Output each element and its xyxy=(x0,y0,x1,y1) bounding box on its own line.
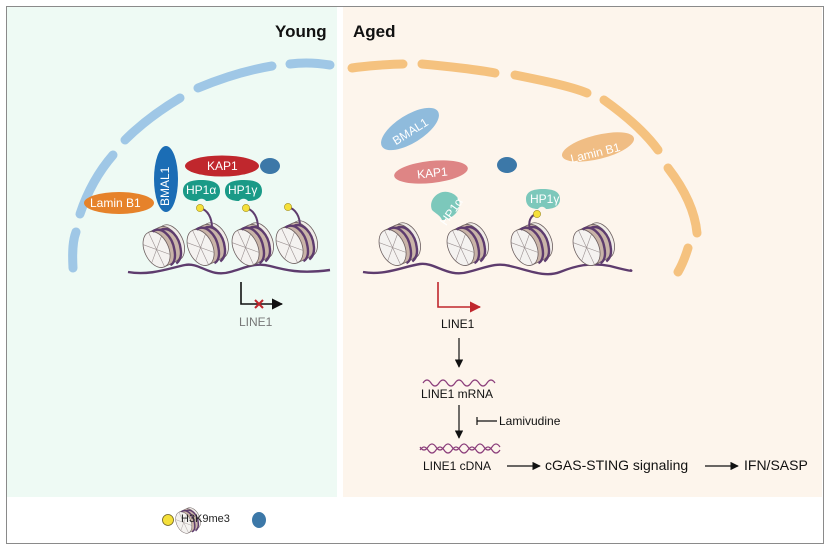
h3k9me3-mark xyxy=(533,210,541,218)
cgas-sting-label: cGAS-STING signaling xyxy=(545,457,689,473)
young-histone-3 xyxy=(225,217,282,273)
young-laminb1-label: Lamin B1 xyxy=(90,196,141,210)
mrna-wave-icon xyxy=(422,379,496,387)
aged-kap1-shape xyxy=(394,160,468,184)
ifn-sasp-label: IFN/SASP xyxy=(744,457,808,473)
aged-hp1a-shape xyxy=(431,191,460,220)
aged-histone-2 xyxy=(440,217,497,273)
cdna-double-strand-icon xyxy=(419,443,501,454)
aged-promoter-arrow xyxy=(437,282,482,313)
young-promoter-arrow xyxy=(240,282,284,310)
young-hp1g-shape xyxy=(225,180,262,201)
aged-laminb1-shape xyxy=(561,132,635,162)
young-dna-strand xyxy=(127,263,331,275)
h3k9me3-mark xyxy=(196,204,204,212)
lamivudine-inhibition-icon xyxy=(476,417,497,425)
young-kap1-label: KAP1 xyxy=(207,159,238,173)
legend-h3k9me3-label: H3K9me3 xyxy=(181,513,230,525)
young-hp1a-label: HP1α xyxy=(186,183,217,197)
line1-cdna-label: LINE1 cDNA xyxy=(423,459,492,473)
h3k9me3-mark xyxy=(242,204,250,212)
young-hp1a-shape xyxy=(183,180,220,201)
legend-other-regulator-icon xyxy=(252,512,266,528)
young-other-regulator xyxy=(260,158,280,174)
aged-nuclear-envelope xyxy=(347,59,702,277)
aged-hp1g-label: HP1γ xyxy=(530,192,560,206)
young-laminb1-shape xyxy=(84,192,154,214)
aged-hp1g-shape xyxy=(526,189,560,209)
young-title: Young xyxy=(275,22,327,41)
aged-histone-3 xyxy=(504,217,561,273)
young-histone-4 xyxy=(269,215,326,271)
blocked-x-icon xyxy=(254,299,264,309)
h3k9me3-mark xyxy=(284,203,292,211)
aged-dna-strand xyxy=(362,262,633,276)
young-kap1-shape xyxy=(185,155,259,177)
legend-h3k9me3-icon xyxy=(162,514,174,526)
young-bmal1-shape xyxy=(154,146,178,212)
young-bmal1-label: BMAL1 xyxy=(158,166,172,206)
aged-bmal1-shape xyxy=(381,107,439,151)
lamivudine-label: Lamivudine xyxy=(499,414,561,428)
aged-histone-4 xyxy=(566,217,623,273)
young-nuclear-envelope xyxy=(68,58,335,273)
aged-title: Aged xyxy=(353,22,396,41)
young-line1-label: LINE1 xyxy=(239,315,273,329)
young-hp1g-label: HP1γ xyxy=(228,183,258,197)
line1-mrna-label: LINE1 mRNA xyxy=(421,387,494,401)
aged-line1-label: LINE1 xyxy=(441,317,475,331)
aged-other-regulator xyxy=(497,157,517,173)
